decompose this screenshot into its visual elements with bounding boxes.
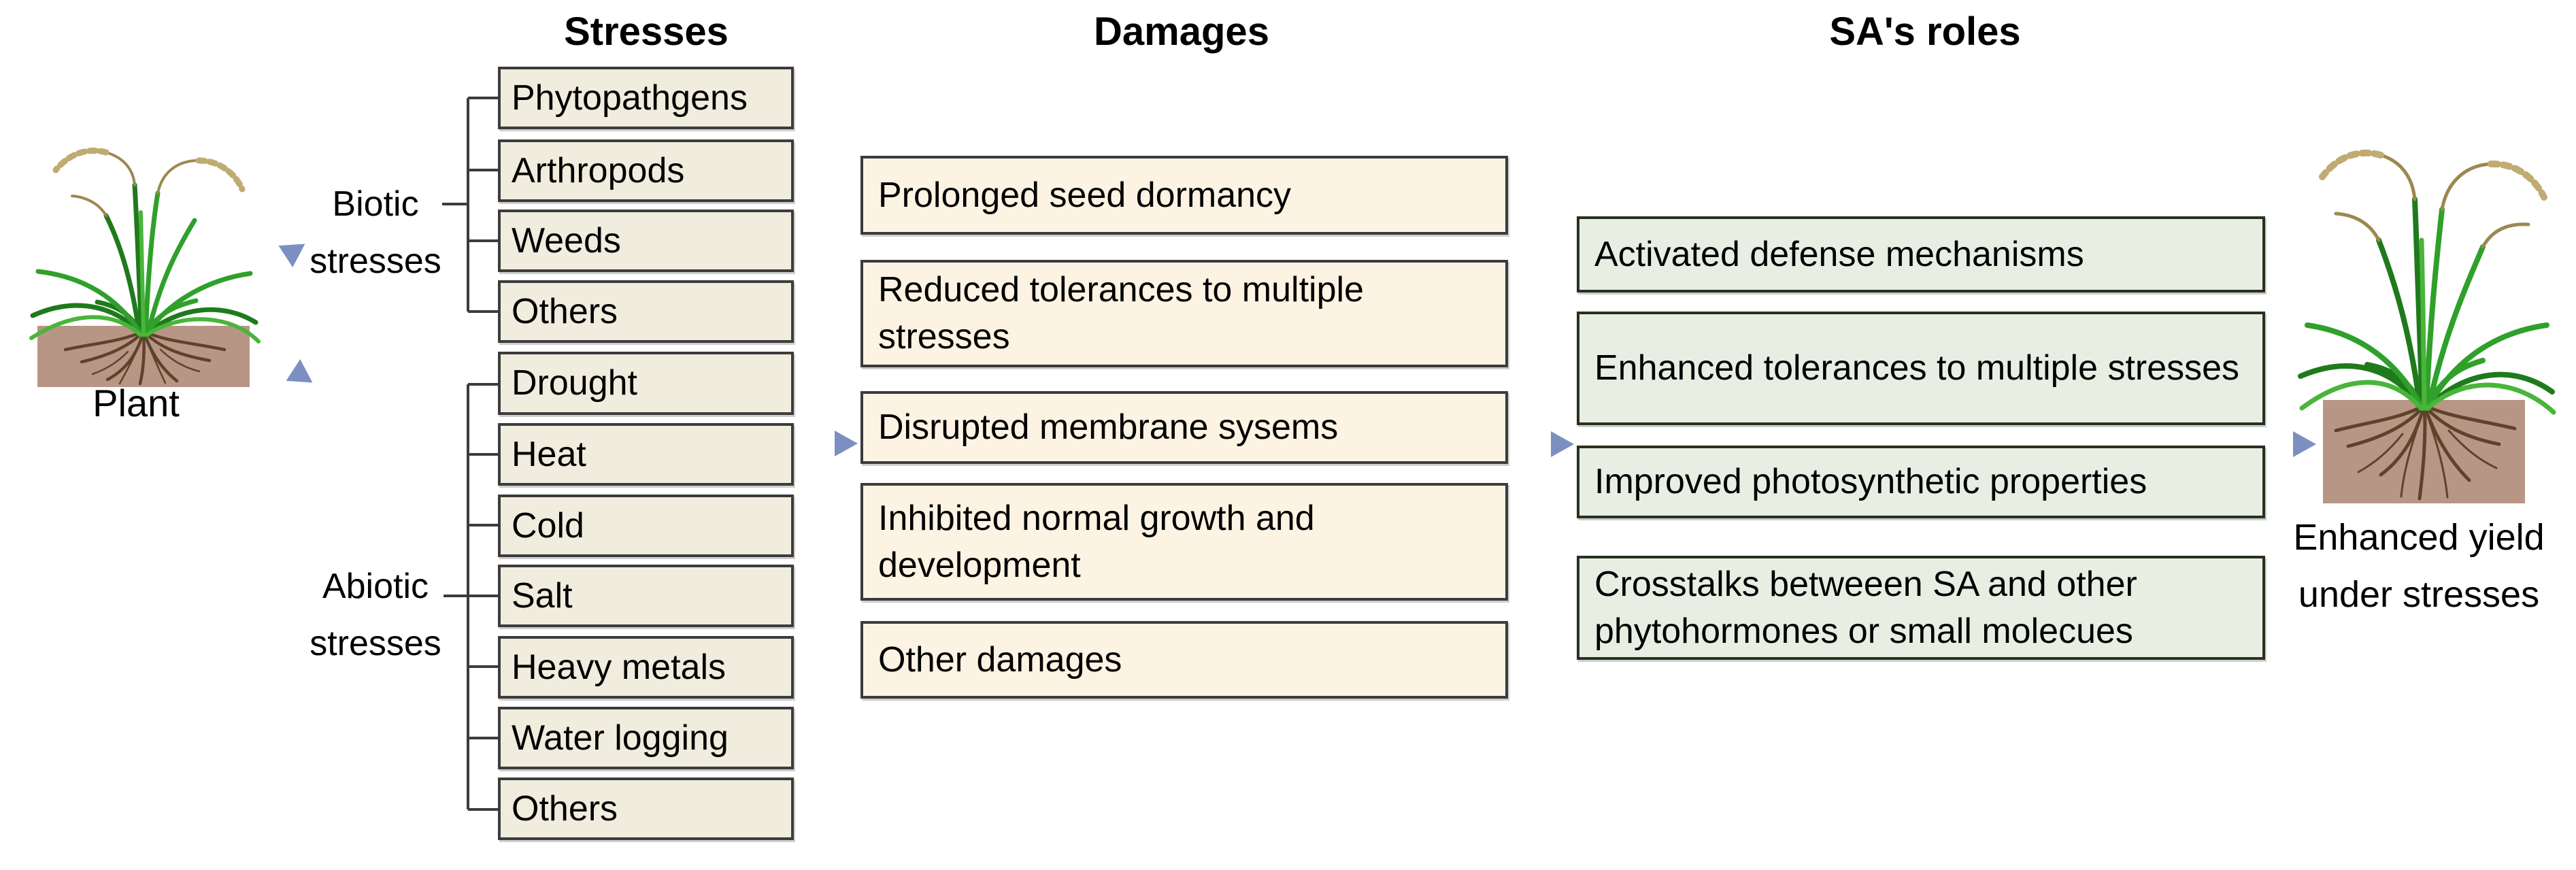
damage-box-other-damages: Other damages	[860, 621, 1508, 699]
plant-panicles	[52, 148, 246, 217]
damage-box-inhibited-growth: Inhibited normal growth and development	[860, 483, 1508, 601]
biotic-label-line2: stresses	[310, 241, 441, 281]
enhanced-plant-illustration	[2298, 149, 2556, 503]
plant-to-abiotic-arrow-icon	[261, 343, 320, 393]
stress-box-drought: Drought	[498, 352, 794, 415]
biotic-bracket	[442, 97, 498, 313]
abiotic-label-line1: Abiotic	[322, 567, 429, 606]
damage-box-membrane: Disrupted membrane sysems	[860, 391, 1508, 464]
sa-box-defense-mechanisms: Activated defense mechanisms	[1577, 216, 2265, 292]
stress-box-cold: Cold	[498, 495, 794, 557]
plant-foliage	[29, 182, 261, 344]
damages-column-header: Damages	[1094, 10, 1269, 54]
sa-to-plant-arrow-icon	[2263, 431, 2316, 457]
plant-label: Plant	[93, 382, 180, 424]
plant-to-biotic-arrow-icon	[254, 233, 312, 284]
stress-box-others-abiotic: Others	[498, 777, 794, 840]
enhanced-yield-label: Enhanced yield under stresses	[2264, 509, 2574, 623]
enhanced-yield-line1: Enhanced yield	[2293, 517, 2545, 558]
enhanced-yield-line2: under stresses	[2298, 574, 2540, 615]
stresses-column-header: Stresses	[564, 10, 729, 54]
plant-panicles	[2319, 149, 2547, 249]
abiotic-stresses-label: Abiotic stresses	[273, 558, 478, 672]
plant-roots	[63, 329, 227, 386]
damage-box-reduced-tolerances: Reduced tolerances to multiple stresses	[860, 260, 1508, 367]
stress-box-phytopathgens: Phytopathgens	[498, 67, 794, 129]
sa-box-enhanced-tolerances: Enhanced tolerances to multiple stresses	[1577, 312, 2265, 425]
damage-box-seed-dormancy: Prolonged seed dormancy	[860, 156, 1508, 235]
stress-box-salt: Salt	[498, 565, 794, 627]
plant-foliage	[2298, 197, 2556, 415]
sa-box-crosstalks: Crosstalks betweeen SA and other phytoho…	[1577, 556, 2265, 660]
healthy-plant-illustration	[29, 148, 261, 387]
abiotic-label-line2: stresses	[310, 624, 441, 663]
stress-box-water-logging: Water logging	[498, 707, 794, 769]
sa-roles-column-header: SA's roles	[1829, 10, 2021, 54]
stress-box-others-biotic: Others	[498, 280, 794, 343]
stress-box-heat: Heat	[498, 423, 794, 486]
abiotic-bracket	[444, 383, 498, 811]
biotic-stresses-label: Biotic stresses	[273, 175, 478, 290]
damages-to-sa-arrow-icon	[1521, 431, 1574, 457]
stress-box-weeds: Weeds	[498, 210, 794, 272]
stress-box-arthropods: Arthropods	[498, 139, 794, 202]
biotic-label-line1: Biotic	[332, 184, 419, 224]
stress-box-heavy-metals: Heavy metals	[498, 636, 794, 699]
stresses-to-damages-arrow-icon	[805, 431, 858, 456]
plant-roots	[2334, 403, 2517, 501]
sa-box-photosynthetic: Improved photosynthetic properties	[1577, 446, 2265, 518]
